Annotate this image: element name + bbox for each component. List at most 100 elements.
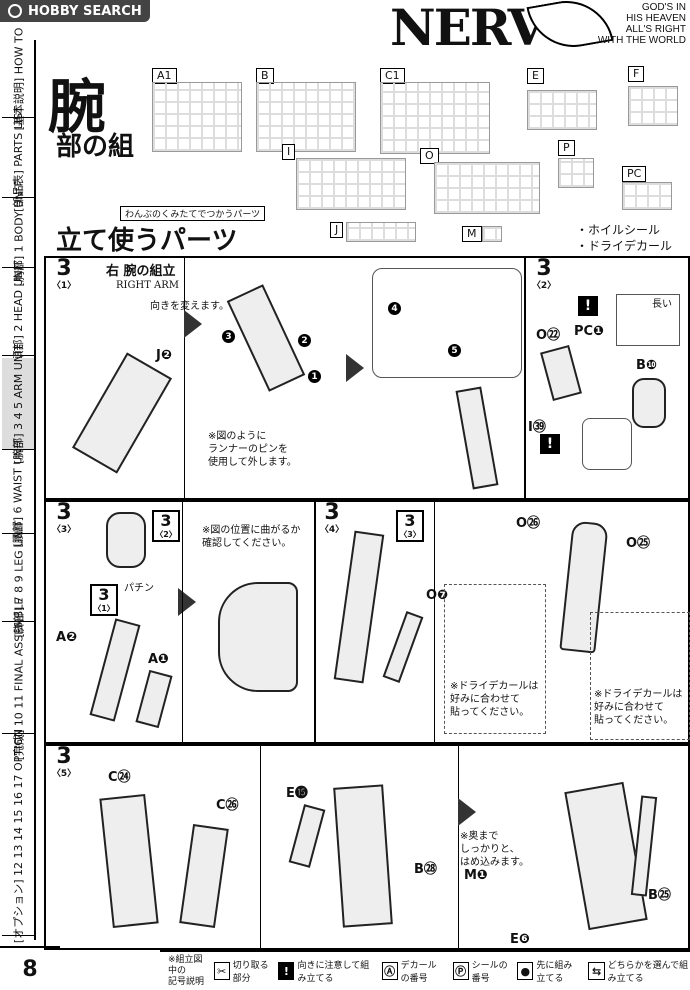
step-3-3-badge: 3〈3〉 bbox=[51, 500, 77, 536]
decal-icon: Ⓐ bbox=[381, 962, 398, 980]
ref-3-2: 3〈2〉 bbox=[152, 510, 180, 542]
step-3-1-frame: 3〈1〉 右 腕の組立 RIGHT ARM J❷ 向きを変えます。 3 2 1 … bbox=[44, 256, 690, 500]
choose-icon: ⇆ bbox=[588, 962, 605, 980]
label-o22: O㉒ bbox=[536, 328, 561, 343]
scissors-icon: ✂ bbox=[213, 962, 230, 980]
step-3-1-title: 右 腕の組立 bbox=[106, 264, 176, 279]
arm-assembly-illustration bbox=[333, 530, 385, 684]
nerv-motto: GOD'S IN HIS HEAVEN ALL'S RIGHT WITH THE… bbox=[597, 2, 686, 46]
arrow-next-icon bbox=[458, 798, 476, 826]
detail-view-box bbox=[372, 268, 522, 378]
legend-cut: ✂切り取る部分 bbox=[213, 958, 271, 984]
warning-icon: ! bbox=[540, 434, 560, 454]
note-bend: ※図の位置に曲がるか確認してください。 bbox=[202, 525, 301, 549]
note-long: 長い bbox=[652, 299, 672, 310]
hobby-search-logo-icon bbox=[8, 4, 22, 18]
warning-icon: ! bbox=[278, 962, 295, 980]
title-sub: 部の組 bbox=[56, 132, 135, 162]
legend-pre-assemble: ●先に組み立てる bbox=[517, 958, 580, 984]
forearm-illustration bbox=[89, 618, 141, 722]
part-c26-illustration bbox=[179, 823, 229, 929]
nav-parts-list: [部品表] PARTS LIST bbox=[2, 106, 34, 211]
arrow-next-icon bbox=[178, 588, 196, 616]
arrow-next-icon bbox=[184, 310, 202, 338]
nerv-logo: NERV bbox=[390, 0, 546, 57]
armor-a1-illustration bbox=[135, 669, 173, 729]
decal-list: ・ホイルシール ・ドライデカール bbox=[576, 223, 673, 253]
step-num-5: 5 bbox=[448, 344, 461, 357]
nav-leg-unit: [脚部] 7 8 9 LEG UNIT bbox=[2, 520, 34, 637]
note-runner: ※図のように ランナーのピンを 使用して外します。 bbox=[208, 431, 297, 468]
step-num-4: 4 bbox=[388, 302, 401, 315]
label-b25: B㉕ bbox=[648, 888, 671, 903]
forearm-illustration bbox=[226, 284, 306, 392]
decal-note-left: ※ドライデカールは好みに合わせて貼ってください。 bbox=[450, 681, 539, 718]
label-e15: E⓯ bbox=[286, 786, 308, 801]
step-3-1-badge: 3〈1〉 bbox=[51, 256, 77, 292]
note-turn: 向きを変えます。 bbox=[150, 301, 229, 312]
arm-frame-illustration bbox=[333, 784, 393, 928]
label-e6: E❻ bbox=[510, 932, 530, 947]
label-pc1: PC❶ bbox=[574, 324, 605, 339]
label-b10: B❿ bbox=[636, 358, 657, 373]
arrow-next-icon bbox=[346, 354, 364, 382]
detail-box-long bbox=[616, 294, 680, 346]
label-o26: O㉖ bbox=[516, 516, 541, 531]
title-kanji: 腕 bbox=[48, 73, 107, 141]
nav-final-assemble: [完成] 10 11 FINAL ASSEMBLE bbox=[2, 597, 34, 760]
step-3-5-frame: 3〈5〉 C㉔ C㉖ E⓯ B㉘ ※奥までしっかりと、はめ込みます。 M❶ E❻… bbox=[44, 744, 690, 952]
pre-assemble-icon: ● bbox=[517, 962, 534, 980]
nav-arm-unit: [腕部] 3 4 5 ARM UNIT bbox=[2, 344, 34, 463]
label-c26: C㉖ bbox=[216, 798, 239, 813]
elbow-illustration bbox=[455, 386, 499, 490]
step-3-1-title-en: RIGHT ARM bbox=[116, 280, 180, 291]
ref-3-3: 3〈3〉 bbox=[396, 510, 424, 542]
decal-box-left bbox=[444, 584, 546, 734]
legend-title: ※組立図中の記号説明 bbox=[168, 954, 205, 987]
label-o25: O㉕ bbox=[626, 536, 651, 551]
label-o7: O❼ bbox=[426, 588, 449, 603]
part-o7-illustration bbox=[382, 611, 424, 683]
label-j2: J❷ bbox=[156, 348, 172, 363]
ref-3-1: 3〈1〉 bbox=[90, 584, 118, 616]
part-e15-illustration bbox=[288, 804, 326, 868]
step-num-3: 3 bbox=[222, 330, 235, 343]
step-3-5-badge: 3〈5〉 bbox=[51, 744, 77, 780]
arm-part-illustration bbox=[71, 352, 173, 474]
upper-arm-cover-illustration bbox=[106, 512, 146, 568]
step-num-2: 2 bbox=[298, 334, 311, 347]
warning-icon: ! bbox=[578, 296, 598, 316]
step-3-2-badge: 3〈2〉 bbox=[531, 256, 557, 292]
label-b28: B㉘ bbox=[414, 862, 437, 877]
page-number: 8 bbox=[0, 946, 60, 990]
step-3-4-badge: 3〈4〉 bbox=[319, 500, 345, 536]
section-nav: [基本説明] HOW TO [部品表] PARTS LIST [胸部] 1 BO… bbox=[0, 27, 36, 943]
watermark: HOBBY SEARCH bbox=[0, 0, 150, 22]
title-ruby: わんぶのくみたてでつかうパーツ bbox=[120, 206, 266, 221]
part-c24-illustration bbox=[99, 793, 159, 929]
seal-icon: Ⓟ bbox=[452, 962, 469, 980]
label-i39: I㊴ bbox=[528, 420, 546, 435]
shoulder-cover-illustration bbox=[632, 378, 666, 428]
step-3-3-frame: 3〈3〉 3〈2〉 3〈1〉 パチン A❷ A❶ ※図の位置に曲がるか確認してく… bbox=[44, 500, 690, 744]
label-m1: M❶ bbox=[464, 868, 488, 883]
nav-body-unit: [胸部] 1 BODY UNIT bbox=[2, 181, 34, 286]
nav-option: [オプション] 12 13 14 15 16 17 OPTION bbox=[2, 728, 34, 943]
step-num-1: 1 bbox=[308, 370, 321, 383]
label-c24: C㉔ bbox=[108, 770, 131, 785]
note-snap: パチン bbox=[124, 583, 154, 594]
nav-waist-unit: [腰部] 6 WAIST UNIT bbox=[2, 438, 34, 547]
label-a1: A❶ bbox=[148, 652, 170, 667]
legend-direction: !向きに注意して組み立てる bbox=[278, 958, 373, 984]
detail-box-seal bbox=[582, 418, 632, 470]
decal-note-right: ※ドライデカールは好みに合わせて貼ってください。 bbox=[594, 689, 683, 726]
bent-arm-illustration bbox=[218, 582, 298, 692]
nav-head-unit: [頭部] 2 HEAD UNIT bbox=[2, 260, 34, 365]
watermark-text: HOBBY SEARCH bbox=[28, 3, 142, 19]
label-a2: A❷ bbox=[56, 630, 78, 645]
note-push-in: ※奥までしっかりと、はめ込みます。 bbox=[460, 831, 529, 868]
nerv-header: NERV GOD'S IN HIS HEAVEN ALL'S RIGHT WIT… bbox=[390, 0, 690, 57]
